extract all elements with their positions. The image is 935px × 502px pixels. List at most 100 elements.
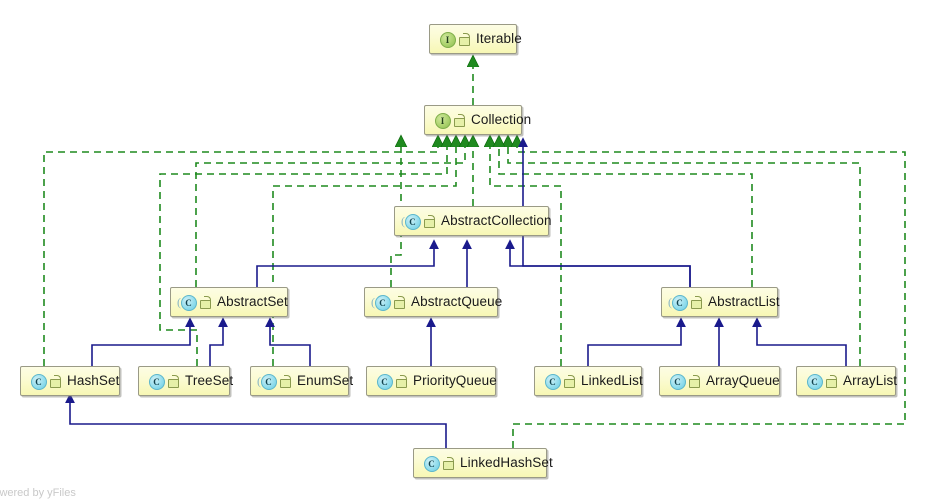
type-icon-letter: I xyxy=(439,31,456,48)
class-node-label: AbstractList xyxy=(708,294,780,310)
class-node-hashset[interactable]: C HashSet xyxy=(20,366,120,396)
lock-icon xyxy=(459,32,471,46)
edge-arraylist-collection xyxy=(508,146,861,366)
class-node-label: Collection xyxy=(471,112,532,128)
type-icon-letter: C xyxy=(671,294,688,311)
class-icon: C xyxy=(804,373,823,390)
type-icon-letter: C xyxy=(148,373,165,390)
edge-arraylist-abstractlist xyxy=(752,317,847,366)
lock-body xyxy=(396,378,407,388)
lock-shackle xyxy=(284,374,291,382)
lock-icon xyxy=(50,374,62,388)
interface-icon: I xyxy=(432,112,451,129)
class-node-collection[interactable]: I Collection xyxy=(424,105,531,135)
abstract-class-icon: ()C xyxy=(401,213,421,230)
abstract-bracket-left: ( xyxy=(257,373,261,388)
lock-shackle xyxy=(428,214,435,222)
lock-icon xyxy=(826,374,838,388)
edge-linkedhashset-collection xyxy=(513,146,906,448)
lock-body xyxy=(454,117,465,127)
edge-enumset-collection xyxy=(272,146,456,366)
class-node-label: PriorityQueue xyxy=(413,373,497,389)
lock-shackle xyxy=(463,32,470,40)
lock-icon xyxy=(394,295,406,309)
type-icon-letter: C xyxy=(180,294,197,311)
edge-enumset-abstractset xyxy=(265,317,311,366)
abstract-class-icon: ()C xyxy=(257,373,277,390)
abstract-bracket-left: ( xyxy=(668,294,672,309)
abstract-bracket-left: ( xyxy=(371,294,375,309)
class-node-label: AbstractCollection xyxy=(441,213,552,229)
class-node-enumset[interactable]: ()C EnumSet xyxy=(250,366,353,396)
type-icon-letter: C xyxy=(669,373,686,390)
type-icon-letter: C xyxy=(374,294,391,311)
class-node-label: LinkedHashSet xyxy=(460,455,553,471)
class-node-priorityqueue[interactable]: C PriorityQueue xyxy=(366,366,497,396)
lock-body xyxy=(50,378,61,388)
lock-body xyxy=(691,299,702,309)
abstract-bracket-left: ( xyxy=(401,213,405,228)
lock-body xyxy=(280,378,291,388)
abstract-class-icon: ()C xyxy=(177,294,197,311)
lock-body xyxy=(424,218,435,228)
lock-body xyxy=(200,299,211,309)
lock-icon xyxy=(689,374,701,388)
class-node-linkedhashset[interactable]: C LinkedHashSet xyxy=(413,448,553,478)
type-icon-letter: C xyxy=(260,373,277,390)
edge-treeset-collection xyxy=(159,146,447,366)
type-icon-letter: C xyxy=(376,373,393,390)
class-icon: C xyxy=(542,373,561,390)
class-node-arraylist[interactable]: C ArrayList xyxy=(796,366,898,396)
class-node-label: AbstractQueue xyxy=(411,294,503,310)
class-icon: C xyxy=(667,373,686,390)
lock-icon xyxy=(691,295,703,309)
type-icon-letter: I xyxy=(434,112,451,129)
yfiles-watermark: Powered by yFiles xyxy=(0,487,76,499)
lock-icon xyxy=(168,374,180,388)
class-node-abstractcollection[interactable]: ()C AbstractCollection xyxy=(394,206,552,236)
class-node-label: ArrayList xyxy=(843,373,898,389)
edge-treeset-abstractset xyxy=(209,317,228,366)
abstract-bracket-left: ( xyxy=(177,294,181,309)
lock-shackle xyxy=(400,374,407,382)
lock-icon xyxy=(424,214,436,228)
edge-hashset-collection xyxy=(43,146,438,366)
class-icon: C xyxy=(146,373,165,390)
class-node-label: LinkedList xyxy=(581,373,643,389)
class-node-label: HashSet xyxy=(67,373,120,389)
lock-shackle xyxy=(830,374,837,382)
lock-body xyxy=(394,299,405,309)
lock-body xyxy=(826,378,837,388)
type-icon-letter: C xyxy=(423,455,440,472)
lock-body xyxy=(564,378,575,388)
lock-icon xyxy=(200,295,212,309)
lock-body xyxy=(689,378,700,388)
lock-body xyxy=(443,460,454,470)
class-node-linkedlist[interactable]: C LinkedList xyxy=(534,366,643,396)
lock-icon xyxy=(564,374,576,388)
type-icon-letter: C xyxy=(806,373,823,390)
class-node-iterable[interactable]: I Iterable xyxy=(429,24,522,54)
lock-icon xyxy=(280,374,292,388)
class-node-label: EnumSet xyxy=(297,373,354,389)
type-icon-letter: C xyxy=(30,373,47,390)
edge-abstractset-abstractcollection xyxy=(256,239,439,287)
class-node-label: Iterable xyxy=(476,31,522,47)
edge-linkedhashset-hashset xyxy=(65,393,447,448)
edge-abstractqueue-collection xyxy=(390,146,401,287)
edge-linkedlist-collection xyxy=(490,146,562,366)
lock-shackle xyxy=(693,374,700,382)
lock-shackle xyxy=(398,295,405,303)
class-icon: C xyxy=(374,373,393,390)
edge-hashset-abstractset xyxy=(91,317,195,366)
lock-shackle xyxy=(204,295,211,303)
edge-abstractlist-abstractcollection xyxy=(505,239,691,287)
lock-body xyxy=(168,378,179,388)
realization-edges xyxy=(43,66,906,448)
lock-shackle xyxy=(568,374,575,382)
